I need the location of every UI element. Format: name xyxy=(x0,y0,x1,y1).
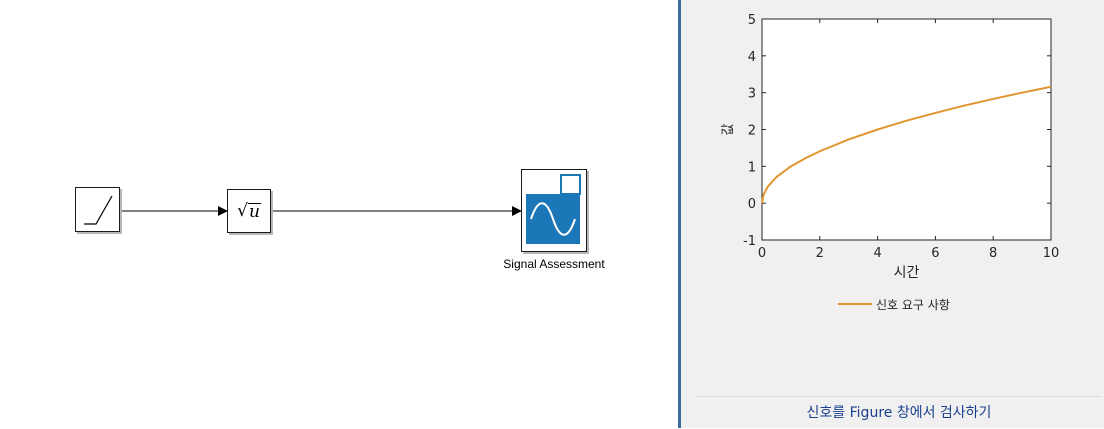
y-tick-label: 4 xyxy=(748,50,756,65)
signal-lines xyxy=(119,206,522,216)
link-bar xyxy=(697,396,1101,429)
y-tick-label: 0 xyxy=(748,197,756,212)
x-tick-label: 0 xyxy=(758,246,766,261)
x-axis-label: 시간 xyxy=(894,265,920,281)
plot-area xyxy=(761,18,1052,241)
legend-line-swatch xyxy=(838,303,872,305)
x-tick-label: 6 xyxy=(931,246,939,261)
window-icon xyxy=(560,174,581,195)
x-tick-label: 10 xyxy=(1043,246,1060,261)
sqrt-block[interactable]: √u xyxy=(227,189,271,233)
ramp-block[interactable] xyxy=(75,187,120,232)
y-tick-label: 2 xyxy=(748,124,756,139)
y-tick-label: 1 xyxy=(748,160,756,175)
sqrt-symbol: √ xyxy=(237,201,248,221)
legend-entry: 신호 요구 사항 xyxy=(876,298,950,312)
series-line xyxy=(761,85,1052,204)
signal-assessment-label: Signal Assessment xyxy=(503,257,605,271)
panel-divider[interactable] xyxy=(678,0,681,428)
y-tick-label: 5 xyxy=(748,13,756,28)
sine-wave-icon xyxy=(526,194,580,244)
sqrt-variable: u xyxy=(247,201,261,222)
model-canvas[interactable]: √u Signal Assessment xyxy=(0,0,680,428)
ramp-icon xyxy=(84,195,113,225)
y-axis-label: 값 xyxy=(721,123,736,135)
signal-assessment-block[interactable] xyxy=(521,169,587,252)
x-tick-label: 8 xyxy=(989,246,997,261)
x-tick-label: 4 xyxy=(873,246,881,261)
inspect-in-figure-link[interactable]: 신호를 Figure 창에서 검사하기 xyxy=(806,405,992,421)
sqrt-icon: √u xyxy=(228,190,270,232)
y-tick-label: 3 xyxy=(748,87,756,102)
x-tick-label: 2 xyxy=(816,246,824,261)
y-tick-label: -1 xyxy=(743,234,756,249)
